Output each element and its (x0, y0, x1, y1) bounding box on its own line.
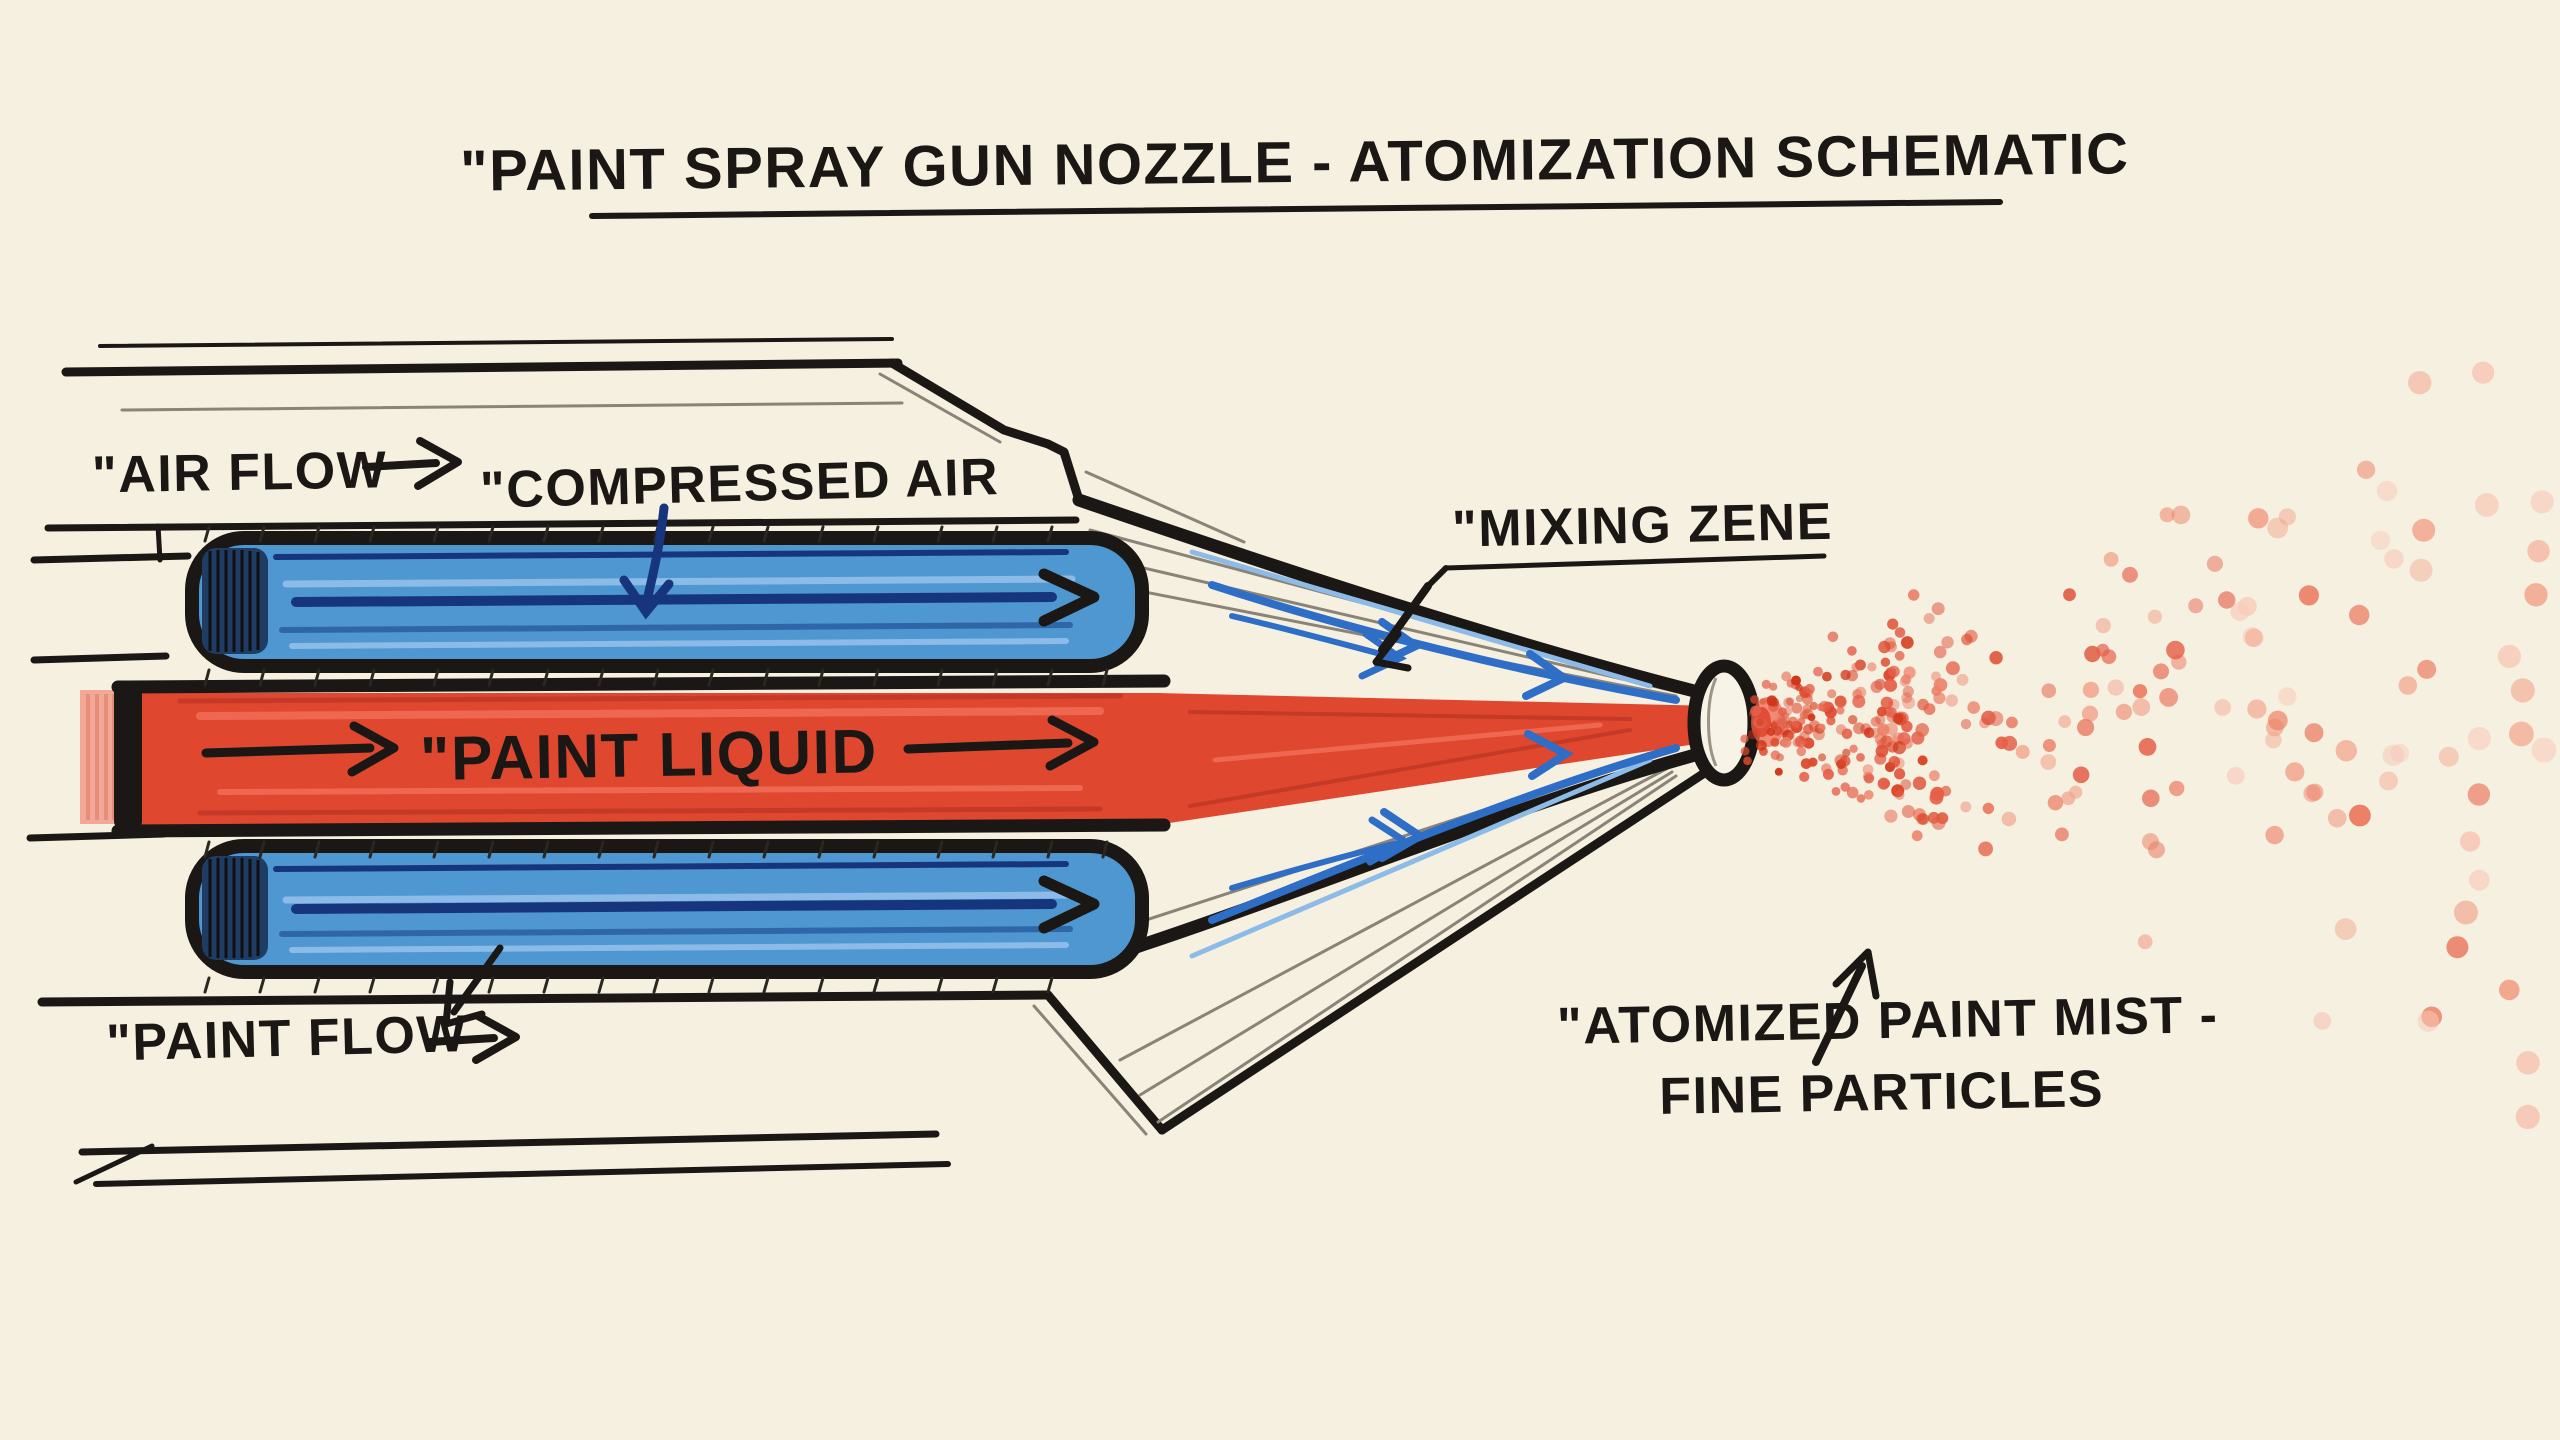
hatch-ticks (203, 525, 1109, 994)
atomized-mist-pointer (1812, 948, 1880, 1066)
label-compressed-air: "COMPRESSED AIR (479, 448, 999, 520)
air-channel-bottom (185, 839, 1149, 979)
label-air-flow: "AIR FLOW (92, 441, 388, 504)
paint-flow-pointer (442, 944, 504, 1028)
label-paint-liquid: "PAINT LIQUID (420, 717, 879, 794)
atomized-mist (1740, 361, 2557, 1129)
label-mixing-zone: "MIXING ZENE (1452, 493, 1834, 559)
air-flow-arrow-bottom (291, 875, 1100, 934)
mixing-zone-pointer (1372, 553, 1827, 672)
paint-liquid-arrow-left (201, 721, 399, 777)
air-flow-arrow-top (291, 568, 1100, 627)
compressed-air-pointer (619, 503, 674, 620)
title-underline (589, 199, 2003, 219)
paint-flow-label-arrow (426, 1012, 520, 1064)
air-flow-label-arrow (362, 437, 462, 490)
annotations: "AIR FLOW "COMPRESSED AIR "MIXING ZENE "… (92, 437, 2219, 1126)
label-paint-flow: "PAINT FLOW (106, 1005, 468, 1072)
paint-channel (80, 674, 1716, 838)
gun-body-outline (26, 337, 1167, 1187)
paint-inlet-hatch (80, 690, 118, 824)
label-atomized-mist-line1: "ATOMIZED PAINT MIST - (1557, 986, 2219, 1056)
label-atomized-mist-line2: FINE PARTICLES (1659, 1060, 2105, 1126)
paint-liquid-arrow-right (903, 715, 1099, 771)
air-channel-top (185, 531, 1149, 673)
mixing-zone-streamlines (1189, 549, 1680, 959)
nozzle-cone (1072, 470, 1717, 1135)
